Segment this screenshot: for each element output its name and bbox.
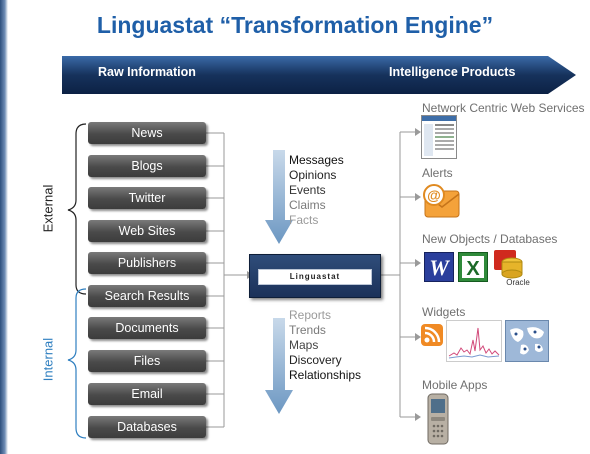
output-alerts-label: Alerts: [422, 166, 453, 180]
source-news: News: [88, 122, 206, 144]
source-email: Email: [88, 383, 206, 405]
raw-to-intelligence-banner: [62, 56, 576, 94]
rss-feed-icon: [421, 324, 443, 346]
outbound-arrow: [265, 318, 293, 414]
trend-chart-widget-icon: [446, 320, 502, 362]
internal-group-label: Internal: [40, 337, 56, 382]
word-discovery: Discovery: [289, 353, 342, 367]
slide-edge-strip: [0, 0, 8, 454]
word-messages: Messages: [289, 153, 344, 167]
output-objects-label: New Objects / Databases: [422, 232, 558, 246]
world-map-widget-icon: [505, 320, 549, 362]
email-alert-icon: @: [423, 184, 460, 218]
source-files: Files: [88, 350, 206, 372]
excel-logo-letter: X: [466, 258, 480, 280]
inbound-arrow: [265, 150, 293, 244]
banner-right-label: Intelligence Products: [389, 65, 516, 79]
excel-spreadsheet-icon: X: [458, 252, 488, 282]
word-relationships: Relationships: [289, 368, 362, 382]
source-twitter: Twitter: [88, 187, 206, 209]
internal-brace: [67, 288, 87, 439]
output-web-services-label: Network Centric Web Services: [422, 101, 585, 115]
oracle-database-icon: Oracle: [494, 250, 530, 287]
source-documents: Documents: [88, 317, 206, 339]
word-reports: Reports: [289, 308, 332, 322]
source-databases: Databases: [88, 416, 206, 438]
word-events: Events: [289, 183, 326, 197]
output-mobile-label: Mobile Apps: [422, 378, 488, 392]
engine-label: Linguastat: [258, 269, 372, 285]
banner-left-label: Raw Information: [98, 65, 196, 79]
source-search-results: Search Results: [88, 285, 206, 307]
external-group-label: External: [40, 184, 56, 233]
word-document-icon: W: [424, 252, 454, 282]
oracle-logo-text: Oracle: [506, 278, 530, 287]
word-opinions: Opinions: [289, 168, 337, 182]
linguastat-engine-box: Linguastat: [249, 254, 381, 298]
page-title: Linguastat “Transformation Engine”: [96, 12, 494, 38]
word-facts: Facts: [289, 213, 319, 227]
word-logo-letter: W: [429, 255, 450, 280]
word-trends: Trends: [289, 323, 326, 337]
word-claims: Claims: [289, 198, 326, 212]
external-brace: [67, 123, 87, 295]
source-blogs: Blogs: [88, 155, 206, 177]
word-maps: Maps: [289, 338, 319, 352]
source-publishers: Publishers: [88, 252, 206, 274]
source-web-sites: Web Sites: [88, 220, 206, 242]
svg-text:@: @: [427, 187, 441, 203]
output-widgets-label: Widgets: [422, 305, 466, 319]
web-page-icon: [421, 115, 457, 159]
mobile-phone-icon: [427, 393, 449, 445]
